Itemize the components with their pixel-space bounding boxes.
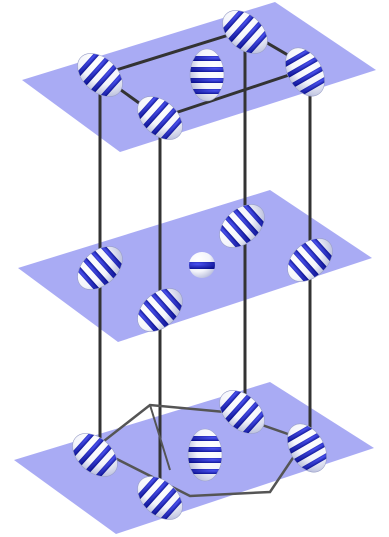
bottom-hexagon-inner <box>149 404 171 471</box>
